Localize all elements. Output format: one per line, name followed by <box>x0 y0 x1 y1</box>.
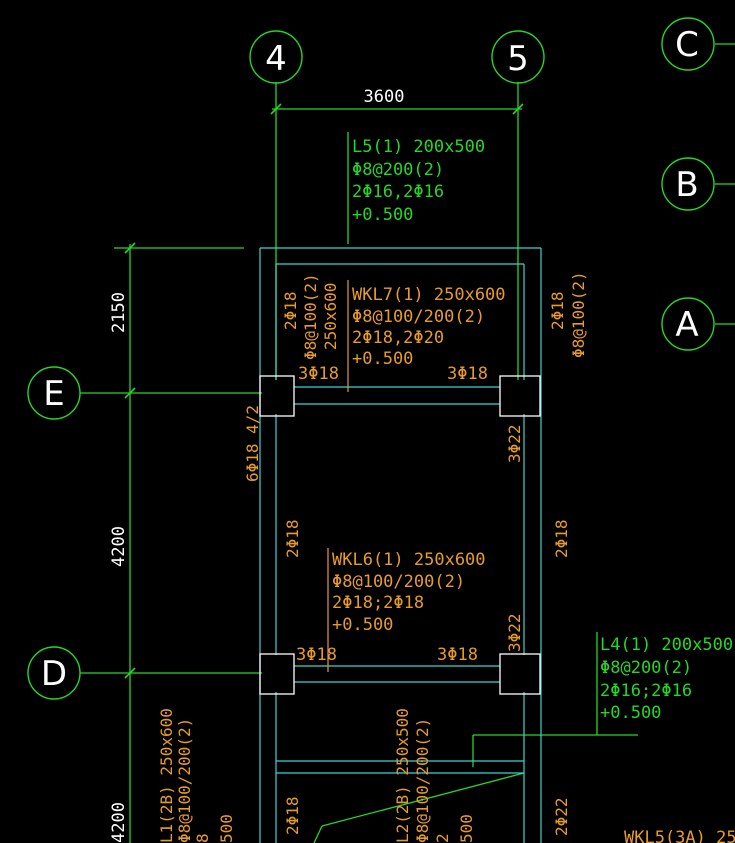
label-L2-a: L2(2B) 250x500 <box>393 708 412 843</box>
leader-lines <box>80 43 735 843</box>
column-e-left <box>259 375 295 417</box>
beam-WKL5-partial: WKL5(3A) 25 <box>624 828 735 843</box>
axis-bubble-4 <box>249 30 303 84</box>
axis-bubbles <box>27 17 715 700</box>
label-left-top-a: 2Φ18 <box>281 291 300 330</box>
beam-WKL6-line-4: +0.500 <box>332 615 393 635</box>
beam-L5-line-4: +0.500 <box>352 205 413 225</box>
beam-WKL7-line-2: Φ8@100/200(2) <box>352 307 485 327</box>
beam-WKL6-line-3: 2Φ18;2Φ18 <box>332 593 424 613</box>
beam-WKL7-annotation: WKL7(1) 250x600 Φ8@100/200(2) 2Φ18,2Φ20 … <box>352 285 506 369</box>
label-right-vert-lower: 3Φ22 <box>505 613 524 652</box>
label-right-top-a: 2Φ18 <box>548 291 567 330</box>
label-e-left: 3Φ18 <box>298 364 339 384</box>
beam-L5-line-2: Φ8@200(2) <box>352 160 444 180</box>
label-L2-b: Φ8@100/200(2) <box>413 718 432 843</box>
beam-L4-line-4: +0.500 <box>600 703 661 723</box>
axis-label-4: 4 <box>265 39 287 79</box>
label-d-mid: 3Φ18 <box>437 645 478 665</box>
beam-L5-line-1: L5(1) 200x500 <box>352 137 485 157</box>
beam-WKL6-annotation: WKL6(1) 250x600 Φ8@100/200(2) 2Φ18;2Φ18 … <box>332 550 486 635</box>
label-L1-c: 8 <box>193 833 212 843</box>
label-left-top-c: 250x600 <box>321 283 340 350</box>
beam-L4-line-2: Φ8@200(2) <box>600 658 692 678</box>
beam-L4-line-3: 2Φ16;2Φ16 <box>600 681 692 701</box>
label-bot-left: 2Φ18 <box>283 796 302 835</box>
beam-outlines <box>259 247 542 843</box>
beam-WKL7-line-4: +0.500 <box>352 349 413 369</box>
dimension-ticks <box>124 103 524 679</box>
label-L2-d: 500 <box>457 814 476 843</box>
axis-label-5: 5 <box>507 39 529 79</box>
label-right-vert-upper: 3Φ22 <box>505 424 524 463</box>
label-bot-right: 2Φ22 <box>552 797 571 836</box>
beam-L5-line-3: 2Φ16,2Φ16 <box>352 182 444 202</box>
beam-WKL7-line-1: WKL7(1) 250x600 <box>352 285 506 305</box>
column-d-right <box>499 653 541 695</box>
column-d-left <box>259 653 295 695</box>
label-left-top-b: Φ8@100(2) <box>301 273 320 360</box>
label-left-vert: 6Φ18 4/2 <box>243 405 262 482</box>
axis-bubble-E <box>27 366 81 420</box>
axis-label-B: B <box>675 165 698 205</box>
dim-4200-mid: 4200 <box>109 526 129 567</box>
axis-label-A: A <box>675 305 698 345</box>
label-e-right: 3Φ18 <box>447 364 488 384</box>
beam-WKL6-line-1: WKL6(1) 250x600 <box>332 550 486 570</box>
columns <box>259 375 541 695</box>
label-L2-c: 2 <box>433 833 452 843</box>
axis-bubble-C <box>661 17 715 71</box>
beam-L4-annotation: L4(1) 200x500 Φ8@200(2) 2Φ16;2Φ16 +0.500 <box>600 635 733 723</box>
label-mid-left: 2Φ18 <box>283 519 302 558</box>
dim-4200-bottom: 4200 <box>109 802 129 843</box>
beam-WKL6-line-2: Φ8@100/200(2) <box>332 572 465 592</box>
label-L1-d: 500 <box>217 814 236 843</box>
axis-bubble-B <box>661 157 715 211</box>
axis-bubble-A <box>661 297 715 351</box>
label-mid-right: 2Φ18 <box>552 519 571 558</box>
axis-label-D: D <box>41 654 67 694</box>
beam-L4-line-1: L4(1) 200x500 <box>600 635 733 655</box>
label-d-left: 3Φ18 <box>296 645 337 665</box>
dim-2150: 2150 <box>109 292 129 333</box>
beam-L5-annotation: L5(1) 200x500 Φ8@200(2) 2Φ16,2Φ16 +0.500 <box>352 137 485 225</box>
axis-bubble-5 <box>491 30 545 84</box>
label-L1-b: Φ8@100/200(2) <box>175 718 194 843</box>
label-L1-a: L1(2B) 250x600 <box>157 708 176 843</box>
orange-leaders <box>327 280 349 672</box>
axis-label-C: C <box>675 25 699 65</box>
column-e-right <box>499 375 541 417</box>
axis-label-E: E <box>43 374 64 414</box>
dim-3600: 3600 <box>364 87 405 107</box>
label-right-top-b: Φ8@100(2) <box>569 271 588 358</box>
axis-bubble-D <box>27 646 81 700</box>
beam-WKL7-line-3: 2Φ18,2Φ20 <box>352 328 444 348</box>
